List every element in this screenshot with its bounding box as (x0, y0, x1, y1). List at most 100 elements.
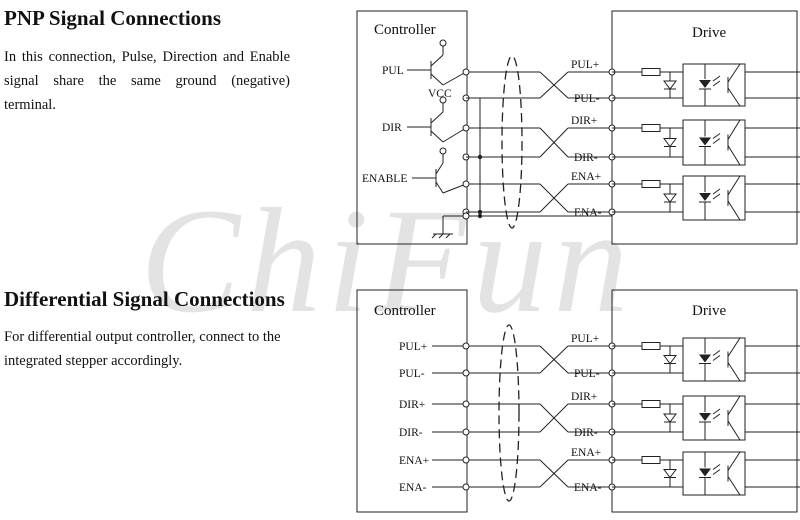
optocoupler-box (682, 63, 746, 107)
terminal-circle (439, 96, 447, 104)
junction-dot (477, 209, 483, 215)
vcc-label: VCC (428, 88, 452, 100)
drive-terminal-label: DIR- (574, 427, 598, 439)
terminal-circle (439, 147, 447, 155)
led-icon (699, 193, 711, 201)
controller-signal-label: PUL (382, 65, 404, 77)
led-icon (699, 413, 711, 421)
diode-icon (663, 469, 677, 479)
wire (712, 350, 721, 356)
resistor (641, 68, 661, 76)
wire (712, 193, 721, 200)
wire (727, 119, 741, 140)
drive-terminal-label: ENA- (574, 207, 602, 219)
controller-signal-label: PUL- (399, 368, 425, 380)
twisted-wire (539, 71, 569, 99)
wire (712, 80, 721, 87)
cable-shield (498, 324, 520, 502)
junction-dot (477, 213, 483, 219)
drive-terminal-label: DIR+ (571, 115, 597, 127)
wire (727, 87, 741, 107)
resistor (641, 180, 661, 188)
controller-signal-label: DIR (382, 122, 402, 134)
terminal-circle (462, 369, 470, 377)
wire (727, 395, 741, 416)
drive-terminal-label: PUL+ (571, 59, 599, 71)
drive-label: Drive (692, 303, 726, 319)
terminal-circle (462, 68, 470, 76)
led-icon (699, 468, 711, 477)
differential-title: Differential Signal Connections (4, 287, 285, 311)
resistor (641, 456, 661, 464)
twisted-wire (539, 459, 569, 488)
wire (712, 133, 721, 139)
wire (712, 469, 721, 475)
diode-icon (663, 355, 677, 365)
controller-signal-label: ENABLE (362, 173, 407, 185)
resistor (641, 400, 661, 408)
wire (727, 362, 741, 382)
twisted-wire (539, 345, 569, 374)
terminal-circle (462, 212, 470, 220)
wire (712, 408, 721, 415)
wire (430, 73, 444, 86)
wire (727, 145, 741, 166)
cable-shield (501, 55, 523, 229)
drive-terminal-label: DIR- (574, 152, 598, 164)
resistor (641, 342, 661, 350)
ground-symbol (431, 233, 437, 239)
terminal-circle (462, 124, 470, 132)
wire (712, 188, 721, 195)
wire (712, 75, 721, 82)
wire (727, 337, 741, 357)
wire (712, 464, 721, 470)
wire (442, 183, 467, 194)
terminal-circle (462, 342, 470, 350)
controller-signal-label: ENA- (399, 482, 427, 494)
differential-description: For differential output controller, conn… (4, 329, 281, 369)
drive-label: Drive (692, 25, 726, 41)
wire (430, 111, 444, 124)
wire (727, 200, 741, 221)
wire (435, 162, 444, 175)
wire (430, 130, 444, 143)
led-icon (699, 137, 711, 146)
drive-terminal-label: ENA- (574, 482, 602, 494)
wire (727, 175, 741, 196)
led-icon (699, 80, 711, 88)
wire (712, 355, 721, 361)
terminal-circle (439, 39, 447, 47)
drive-terminal-label: ENA+ (571, 447, 601, 459)
drive-terminal-label: PUL+ (571, 333, 599, 345)
wire (727, 451, 741, 471)
diode-icon (663, 193, 677, 203)
wire (442, 71, 467, 86)
wire (435, 181, 444, 194)
terminal-circle (462, 400, 470, 408)
controller-signal-label: ENA+ (399, 455, 429, 467)
twisted-wire (539, 403, 569, 433)
terminal-circle (462, 483, 470, 491)
junction-dot (477, 154, 483, 160)
drive-terminal-label: PUL- (574, 93, 600, 105)
resistor (641, 124, 661, 132)
controller-label: Controller (374, 22, 436, 38)
twisted-wire (539, 127, 569, 158)
ground-symbol (438, 233, 444, 239)
controller-signal-label: DIR- (399, 427, 423, 439)
wire (727, 476, 741, 496)
pnp-description: In this connection, Pulse, Direction and… (4, 49, 290, 113)
terminal-circle (462, 456, 470, 464)
terminal-circle (462, 428, 470, 436)
diode-icon (663, 80, 677, 90)
drive-terminal-label: ENA+ (571, 171, 601, 183)
diode-icon (663, 138, 677, 148)
twisted-wire (539, 183, 569, 213)
terminal-circle (462, 180, 470, 188)
controller-signal-label: PUL+ (399, 341, 427, 353)
drive-terminal-label: DIR+ (571, 391, 597, 403)
controller-label: Controller (374, 303, 436, 319)
